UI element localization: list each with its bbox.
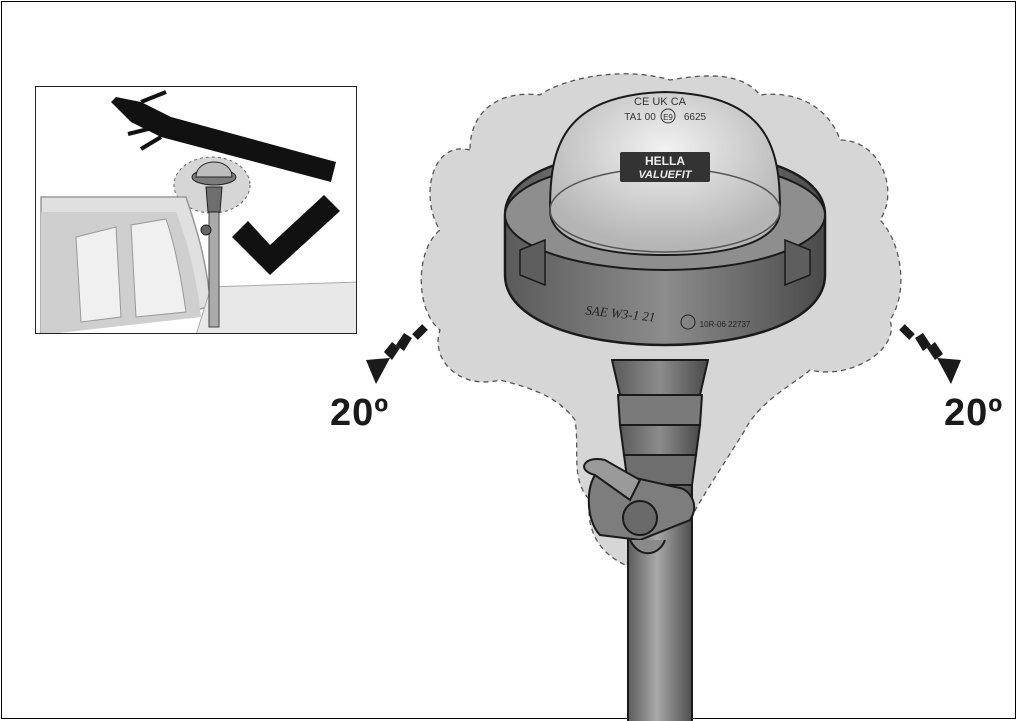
inset-mounting-example <box>35 86 357 334</box>
flex-neck <box>610 359 710 486</box>
vehicle-cab <box>40 196 356 333</box>
tilt-arrow-right-icon <box>899 324 961 384</box>
brand-line1: HELLA <box>645 154 685 168</box>
brand-line2: VALUEFIT <box>639 169 693 181</box>
wing-nut-clamp <box>583 458 696 555</box>
cert-code-a: TA1 00 <box>624 112 656 123</box>
tilt-angle-left-label: 20º <box>330 392 390 434</box>
cert-code-e: E9 <box>663 113 673 122</box>
cert-mark-top: CE UK CA <box>634 96 687 108</box>
tilt-arrow-left-icon <box>366 324 428 384</box>
tree-branch <box>111 90 336 182</box>
base-approval: 10R-06 22737 <box>700 320 751 329</box>
base-marking: SAE W3-1 21 <box>585 302 656 324</box>
brand-plate <box>620 152 710 182</box>
checkmark-icon <box>232 195 340 275</box>
tilt-angle-right-label: 20º <box>944 392 1004 434</box>
inset-illustration <box>40 90 356 333</box>
cert-code-b: 6625 <box>684 112 707 123</box>
